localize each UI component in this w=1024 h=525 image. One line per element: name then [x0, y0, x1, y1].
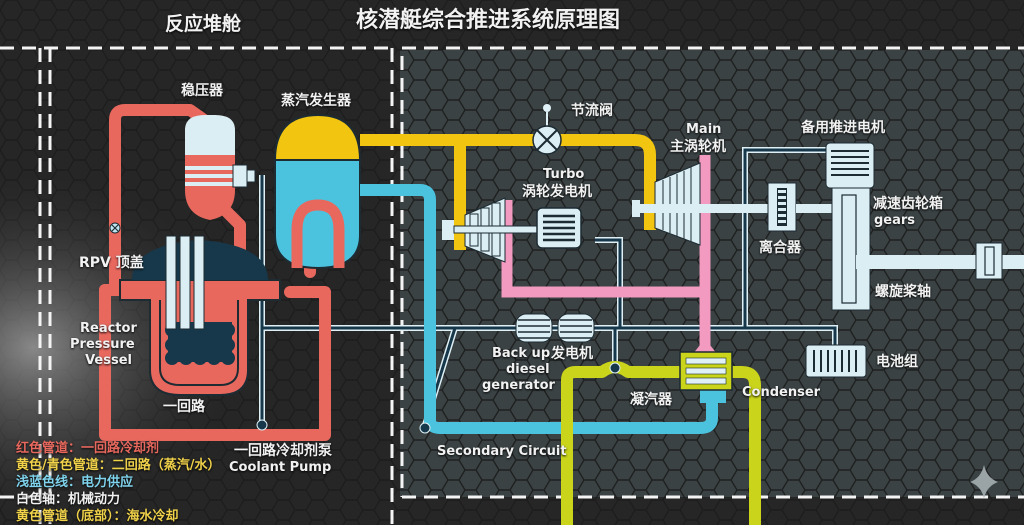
legend: 红色管道：一回路冷却剂 黄色/青色管道：二回路（蒸汽/水） 浅蓝色线：电力供应 …	[16, 440, 221, 525]
turbo-generator-en-label: Turbo	[543, 167, 585, 182]
main-shaft	[640, 204, 775, 213]
battery-pack	[805, 344, 867, 378]
sparkle-icon	[970, 465, 998, 498]
turbo-generator-turbine	[442, 197, 545, 263]
rpv-label-1: Reactor	[80, 321, 137, 336]
secondary-water-pipe	[360, 184, 718, 434]
condenser	[679, 351, 733, 391]
backup-diesel-en-label-2: diesel	[506, 362, 550, 377]
main-turbine-label: 主涡轮机	[670, 139, 726, 155]
backup-diesel-en-label-1: Back up	[492, 346, 551, 361]
secondary-circuit-label: Secondary Circuit	[437, 444, 567, 459]
steam-generator-label: 蒸汽发生器	[281, 93, 351, 109]
primary-loop-label: 一回路	[163, 399, 205, 415]
coolant-pump-label: 一回路冷却剂泵	[234, 443, 332, 459]
steam-generator	[273, 113, 362, 270]
page-title: 核潜艇综合推进系统原理图	[356, 8, 621, 33]
propeller-shaft	[856, 242, 1024, 280]
legend-item-seawater: 黄色管道（底部）：海水冷却	[16, 509, 179, 524]
turbo-generator	[536, 207, 582, 249]
propeller-shaft-label: 螺旋桨轴	[875, 284, 931, 300]
main-turbine	[632, 162, 775, 246]
reduction-gearbox	[831, 187, 871, 311]
reactor-compartment-label: 反应堆舱	[165, 13, 242, 35]
clutch	[767, 182, 836, 232]
main-turbine-en-label: Main	[686, 122, 722, 137]
pressurizer	[185, 115, 256, 220]
rpv-label-2: Pressure	[70, 337, 135, 352]
clutch-label: 离合器	[759, 240, 801, 256]
junction-dots	[256, 362, 621, 434]
condenser-en-label: Condenser	[742, 385, 821, 400]
throttle-valve-icon	[532, 104, 562, 155]
legend-item-secondary: 黄色/青色管道：二回路（蒸汽/水）	[16, 458, 221, 473]
rpv-head-label: RPV 顶盖	[79, 255, 144, 271]
backup-diesel-label: 发电机	[551, 346, 593, 362]
legend-item-primary: 红色管道：一回路冷却剂	[16, 441, 160, 456]
rpv-valve-icon	[109, 222, 121, 234]
battery-label: 电池组	[876, 354, 918, 370]
reactor-pressure-vessel	[119, 235, 281, 396]
throttle-valve-label: 节流阀	[571, 103, 613, 119]
legend-item-shaft: 白色轴：机械动力	[16, 492, 121, 507]
backup-diesel-en-label-3: generator	[482, 378, 555, 393]
backup-propulsion-motor	[825, 142, 875, 189]
gearbox-en-label: gears	[874, 213, 916, 228]
turbo-generator-label: 涡轮发电机	[522, 184, 592, 200]
backup-diesel-generator	[515, 313, 595, 343]
condenser-label: 凝汽器	[630, 392, 672, 408]
pressurizer-label: 稳压器	[181, 83, 223, 99]
backup-motor-label: 备用推进电机	[801, 120, 885, 136]
gearbox-label: 减速齿轮箱	[873, 196, 943, 212]
rpv-label-3: Vessel	[85, 353, 132, 368]
control-rods	[165, 235, 205, 330]
coolant-pump-en-label: Coolant Pump	[229, 460, 332, 475]
compartment-borders	[0, 46, 1024, 525]
legend-item-power: 浅蓝色线：电力供应	[16, 475, 134, 490]
